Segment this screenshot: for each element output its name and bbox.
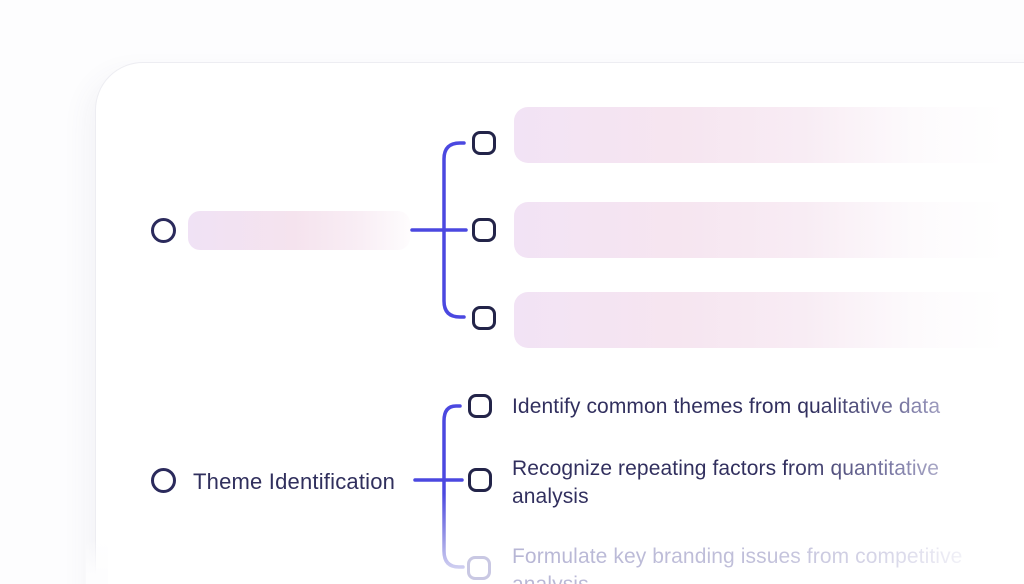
subtopic-text-faded[interactable]: Formulate key branding issues from compe… [512,543,1000,584]
card-border-fade [86,540,108,584]
branch-node-circle[interactable] [151,468,176,493]
subtopic-checkbox[interactable] [468,468,492,492]
subtopic-placeholder-bar [514,107,1012,163]
branch-node-circle[interactable] [151,218,176,243]
subtopic-checkbox[interactable] [472,306,496,330]
subtopic-placeholder-bar [514,292,1012,348]
subtopic-checkbox[interactable] [472,218,496,242]
branch-label-placeholder-bar [188,211,410,250]
branch-label[interactable]: Theme Identification [193,469,396,494]
subtopic-checkbox-faded[interactable] [467,556,491,580]
subtopic-checkbox[interactable] [472,131,496,155]
subtopic-text[interactable]: Recognize repeating factors from quantit… [512,455,1000,510]
subtopic-placeholder-bar [514,202,1012,258]
subtopic-checkbox[interactable] [468,394,492,418]
subtopic-text[interactable]: Identify common themes from qualitative … [512,393,1017,421]
